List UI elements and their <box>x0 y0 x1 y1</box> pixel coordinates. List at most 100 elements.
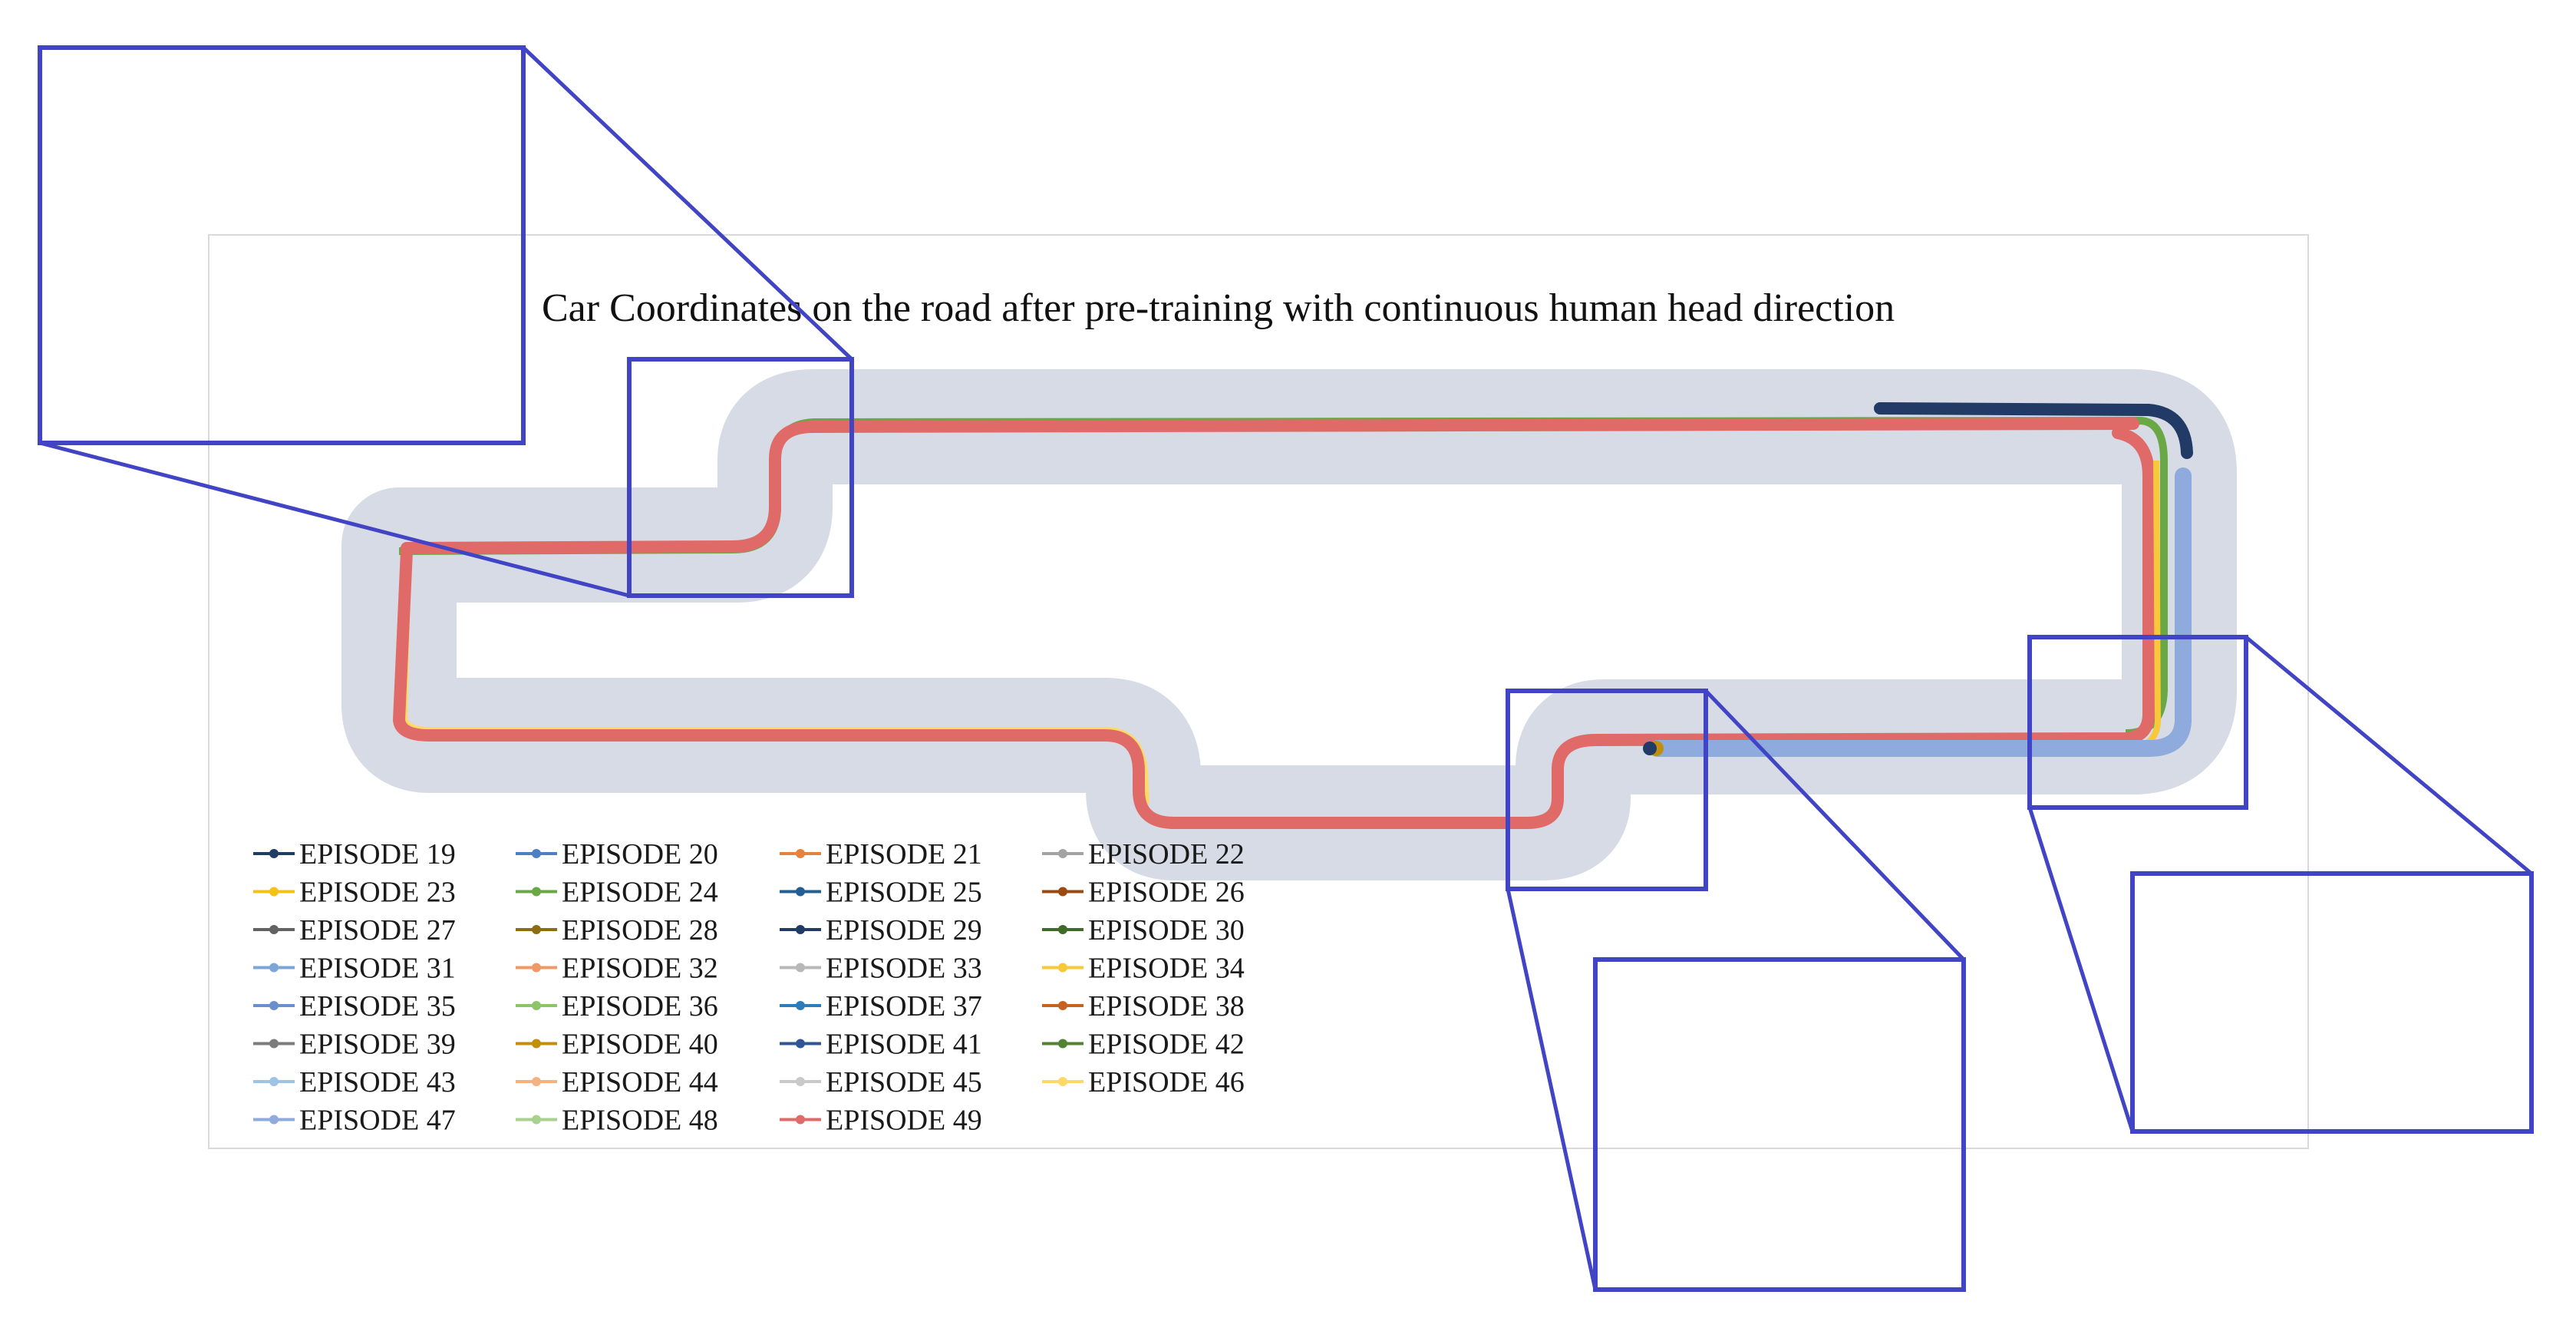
legend-entry: EPISODE 19 <box>253 838 456 870</box>
legend-label: EPISODE 41 <box>826 1029 982 1061</box>
legend-entry: EPISODE 28 <box>516 914 718 946</box>
legend-swatch-marker <box>269 849 279 858</box>
zoom-connector <box>1506 888 1598 1290</box>
trajectory-episode-49-top <box>401 418 2139 554</box>
legend-swatch-marker <box>532 1001 541 1010</box>
zoom-connector <box>522 46 853 361</box>
legend-label: EPISODE 46 <box>1088 1066 1245 1098</box>
trajectory-episode-49 <box>392 427 2155 829</box>
zoom-box-bottom-right-source <box>2027 635 2248 810</box>
legend-entry: EPISODE 23 <box>253 877 456 909</box>
zoom-connector <box>2245 636 2533 875</box>
legend-label: EPISODE 21 <box>826 838 982 870</box>
legend-entry: EPISODE 43 <box>253 1066 456 1098</box>
legend-swatch-marker <box>269 1039 279 1049</box>
legend-swatch-marker <box>1058 1001 1067 1010</box>
legend-entry: EPISODE 25 <box>780 877 982 909</box>
legend-label: EPISODE 43 <box>299 1066 456 1098</box>
legend-entry: EPISODE 48 <box>516 1105 718 1137</box>
legend-label: EPISODE 34 <box>1088 953 1245 985</box>
legend-swatch-marker <box>269 887 279 897</box>
legend-label: EPISODE 30 <box>1088 914 1245 946</box>
legend-entry: EPISODE 21 <box>780 838 982 870</box>
legend-swatch-marker <box>532 849 541 858</box>
legend-entry: EPISODE 36 <box>516 990 718 1022</box>
zoom-box-top-left-source <box>627 357 854 598</box>
legend-entry: EPISODE 34 <box>1042 953 1245 985</box>
episode-29-endpoint <box>1643 742 1657 755</box>
legend-swatch-marker <box>532 963 541 973</box>
legend-label: EPISODE 23 <box>299 877 456 909</box>
legend-swatch-marker <box>1058 887 1067 897</box>
legend-swatch-marker <box>1058 1077 1067 1086</box>
legend-label: EPISODE 32 <box>562 953 718 985</box>
legend-swatch-marker <box>796 1115 805 1125</box>
legend-entry: EPISODE 30 <box>1042 914 1245 946</box>
legend-entry: EPISODE 27 <box>253 914 456 946</box>
legend-swatch-marker <box>269 963 279 973</box>
legend-entry: EPISODE 29 <box>780 914 982 946</box>
legend-label: EPISODE 24 <box>562 877 718 909</box>
road-surface <box>341 369 2237 880</box>
zoom-callout-top-left <box>38 45 854 598</box>
legend-label: EPISODE 45 <box>826 1066 982 1098</box>
legend-label: EPISODE 48 <box>562 1105 718 1137</box>
legend-label: EPISODE 29 <box>826 914 982 946</box>
legend-entry: EPISODE 37 <box>780 990 982 1022</box>
legend-label: EPISODE 47 <box>299 1105 456 1137</box>
legend-swatch-marker <box>269 1115 279 1125</box>
legend-label: EPISODE 37 <box>826 990 982 1022</box>
legend-label: EPISODE 40 <box>562 1029 718 1061</box>
legend-swatch-marker <box>532 1115 541 1125</box>
zoom-road <box>0 0 2576 245</box>
legend-label: EPISODE 38 <box>1088 990 1245 1022</box>
legend-label: EPISODE 25 <box>826 877 982 909</box>
legend-label: EPISODE 35 <box>299 990 456 1022</box>
legend-swatch-marker <box>532 887 541 897</box>
legend-entry: EPISODE 44 <box>516 1066 718 1098</box>
legend-swatch-marker <box>796 887 805 897</box>
legend-entry: EPISODE 41 <box>780 1029 982 1061</box>
legend-label: EPISODE 33 <box>826 953 982 985</box>
legend-entry: EPISODE 42 <box>1042 1029 1245 1061</box>
zoom-trajectories <box>0 0 2576 245</box>
legend-entry: EPISODE 32 <box>516 953 718 985</box>
legend-swatch-marker <box>532 1039 541 1049</box>
trajectory-episode-29 <box>1874 402 2193 459</box>
legend-entry: EPISODE 39 <box>253 1029 456 1061</box>
legend-swatch-marker <box>796 1077 805 1086</box>
legend-swatch-marker <box>269 1077 279 1086</box>
legend-swatch-marker <box>269 925 279 934</box>
zoom-box-top-left-large <box>38 45 526 445</box>
legend-label: EPISODE 49 <box>826 1105 982 1137</box>
zoom-callout-bottom-right <box>0 635 2534 1134</box>
legend-swatch-marker <box>796 963 805 973</box>
chart-title: Car Coordinates on the road after pre-tr… <box>542 286 1895 330</box>
legend-entry: EPISODE 31 <box>253 953 456 985</box>
legend-swatch-marker <box>1058 925 1067 934</box>
trajectories-main <box>392 402 2193 829</box>
legend-label: EPISODE 36 <box>562 990 718 1022</box>
legend-swatch-marker <box>796 925 805 934</box>
legend-entry: EPISODE 24 <box>516 877 718 909</box>
legend-label: EPISODE 22 <box>1088 838 1245 870</box>
legend-entry: EPISODE 26 <box>1042 877 1245 909</box>
zoom-box-bottom-right-large <box>2130 871 2534 1134</box>
zoom-connector <box>1704 689 1965 961</box>
legend-swatch-marker <box>1058 1039 1067 1049</box>
legend-swatch-marker <box>532 1077 541 1086</box>
legend-label: EPISODE 44 <box>562 1066 718 1098</box>
legend-swatch-marker <box>532 925 541 934</box>
legend-swatch-marker <box>1058 849 1067 858</box>
legend-entry: EPISODE 33 <box>780 953 982 985</box>
legend-entry: EPISODE 20 <box>516 838 718 870</box>
legend-label: EPISODE 27 <box>299 914 456 946</box>
legend-label: EPISODE 42 <box>1088 1029 1245 1061</box>
legend-label: EPISODE 20 <box>562 838 718 870</box>
legend-label: EPISODE 31 <box>299 953 456 985</box>
legend-swatch-marker <box>796 1039 805 1049</box>
legend-entry: EPISODE 35 <box>253 990 456 1022</box>
legend-label: EPISODE 26 <box>1088 877 1245 909</box>
